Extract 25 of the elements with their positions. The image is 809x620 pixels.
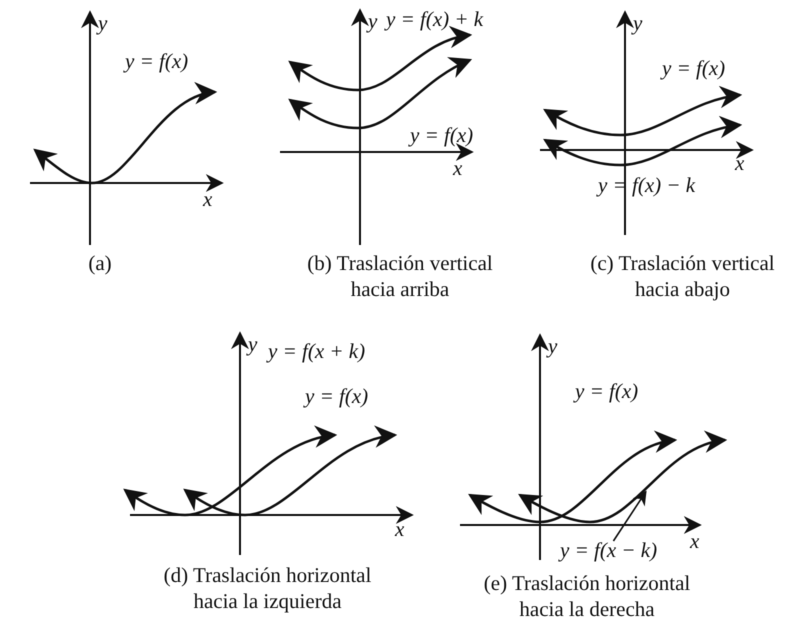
formula-label: y = f(x) (410, 122, 474, 148)
leader-line (612, 490, 647, 542)
formula-label: y = f(x) (662, 55, 726, 81)
figure-caption: (e) Traslación horizontal hacia la derecha (482, 570, 692, 620)
axis-label: x (203, 186, 212, 212)
axis-label: x (395, 516, 404, 542)
figure-caption: (b) Traslación vertical hacia arriba (306, 250, 494, 302)
formula-label: y = f(x) + k (386, 6, 484, 32)
axis-label: x (735, 150, 744, 176)
axis-label: x (690, 528, 700, 554)
axis-label: x (453, 155, 462, 181)
figure-caption: (c) Traslación vertical hacia abajo (589, 250, 776, 302)
curve (518, 432, 728, 524)
figure-caption: (a) (87, 250, 113, 276)
figure-caption: (d) Traslación horizontal hacia la izquierda (162, 562, 372, 614)
formula-label: y = f(x) (305, 383, 368, 409)
axis-label: y (368, 8, 378, 34)
axis-label: y (548, 333, 558, 359)
axis-label: y (633, 10, 642, 36)
formula-label: y = f(x) (125, 48, 188, 74)
formula-label: y = f(x + k) (268, 338, 366, 364)
axis-label: y (248, 331, 258, 357)
axis-label: y (98, 10, 108, 36)
formula-label: y = f(x − k) (560, 537, 658, 563)
formula-label: y = f(x) (575, 378, 638, 404)
